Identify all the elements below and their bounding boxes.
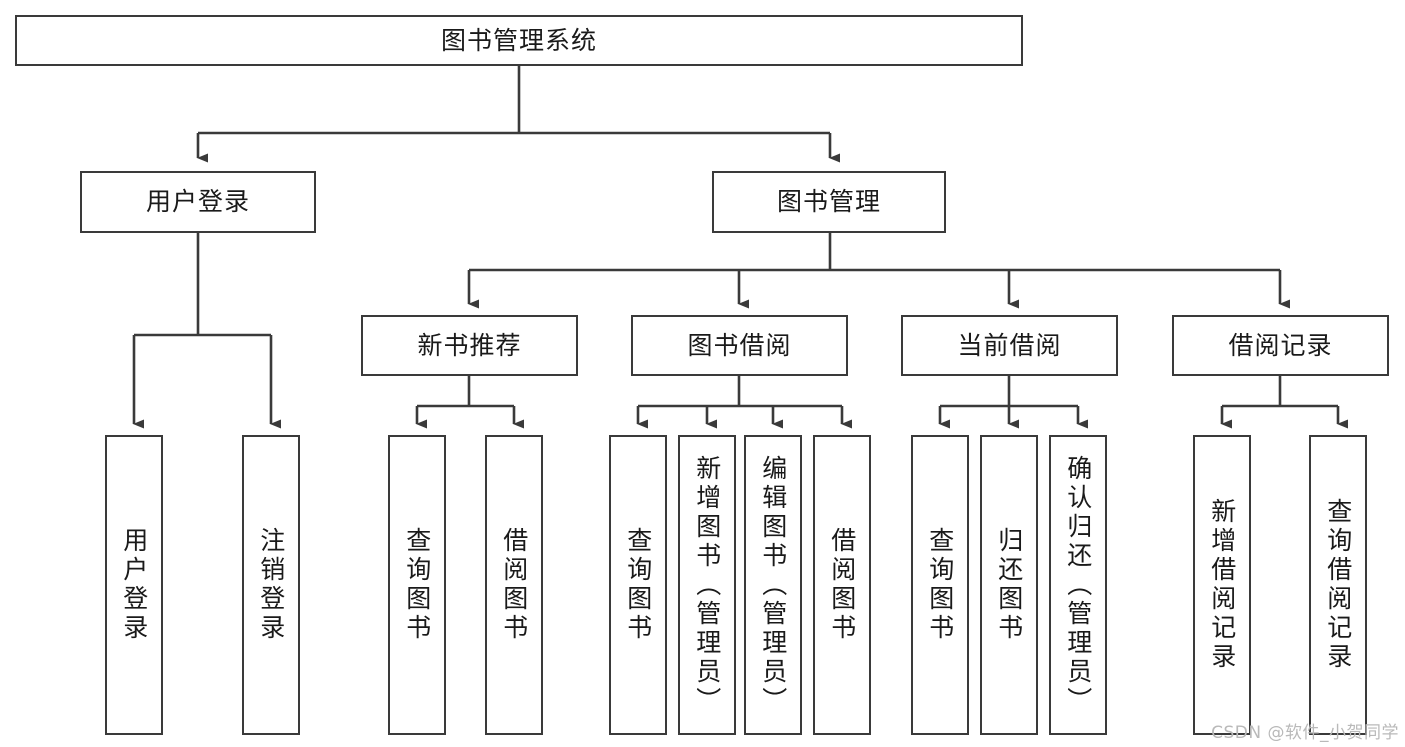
leaf-borrow-book[interactable]: 借阅图书 (813, 435, 871, 735)
node-label: 查询图书 (925, 527, 955, 643)
node-label: 新增借阅记录 (1207, 498, 1237, 672)
node-label: 注销登录 (256, 527, 286, 643)
node-root-book-management-system[interactable]: 图书管理系统 (15, 15, 1023, 66)
watermark-text: CSDN @软件_小贺同学 (1211, 723, 1399, 743)
leaf-query-book-recommend[interactable]: 查询图书 (388, 435, 446, 735)
node-label: 借阅图书 (499, 527, 529, 643)
leaf-query-book-borrow[interactable]: 查询图书 (609, 435, 667, 735)
leaf-borrow-book-recommend[interactable]: 借阅图书 (485, 435, 543, 735)
node-book-borrow[interactable]: 图书借阅 (631, 315, 848, 376)
node-current-borrow[interactable]: 当前借阅 (901, 315, 1118, 376)
node-new-book-recommend[interactable]: 新书推荐 (361, 315, 578, 376)
leaf-user-login[interactable]: 用户登录 (105, 435, 163, 735)
node-label: 查询图书 (402, 527, 432, 643)
node-label: 归还图书 (994, 527, 1024, 643)
leaf-add-borrow-record[interactable]: 新增借阅记录 (1193, 435, 1251, 735)
leaf-return-book[interactable]: 归还图书 (980, 435, 1038, 735)
node-label: 确认归还（管理员） (1063, 454, 1093, 716)
node-label: 当前借阅 (957, 330, 1062, 360)
node-user-login[interactable]: 用户登录 (80, 171, 316, 233)
leaf-add-book-admin[interactable]: 新增图书（管理员） (678, 435, 736, 735)
node-label: 用户登录 (119, 527, 149, 643)
leaf-query-book-current[interactable]: 查询图书 (911, 435, 969, 735)
leaf-confirm-return-admin[interactable]: 确认归还（管理员） (1049, 435, 1107, 735)
node-label: 用户登录 (145, 187, 250, 216)
leaf-logout-login[interactable]: 注销登录 (242, 435, 300, 735)
node-label: 借阅图书 (827, 527, 857, 643)
node-label: 新增图书（管理员） (692, 454, 722, 716)
leaf-query-borrow-record[interactable]: 查询借阅记录 (1309, 435, 1367, 735)
node-label: 借阅记录 (1228, 330, 1333, 360)
node-label: 图书管理 (776, 187, 881, 216)
node-label: 图书借阅 (687, 330, 792, 360)
node-label: 查询图书 (623, 527, 653, 643)
node-label: 图书管理系统 (440, 25, 597, 55)
node-label: 查询借阅记录 (1323, 498, 1353, 672)
leaf-edit-book-admin[interactable]: 编辑图书（管理员） (744, 435, 802, 735)
node-label: 编辑图书（管理员） (758, 454, 788, 716)
node-label: 新书推荐 (417, 330, 522, 360)
node-book-management[interactable]: 图书管理 (712, 171, 946, 233)
node-borrow-record[interactable]: 借阅记录 (1172, 315, 1389, 376)
